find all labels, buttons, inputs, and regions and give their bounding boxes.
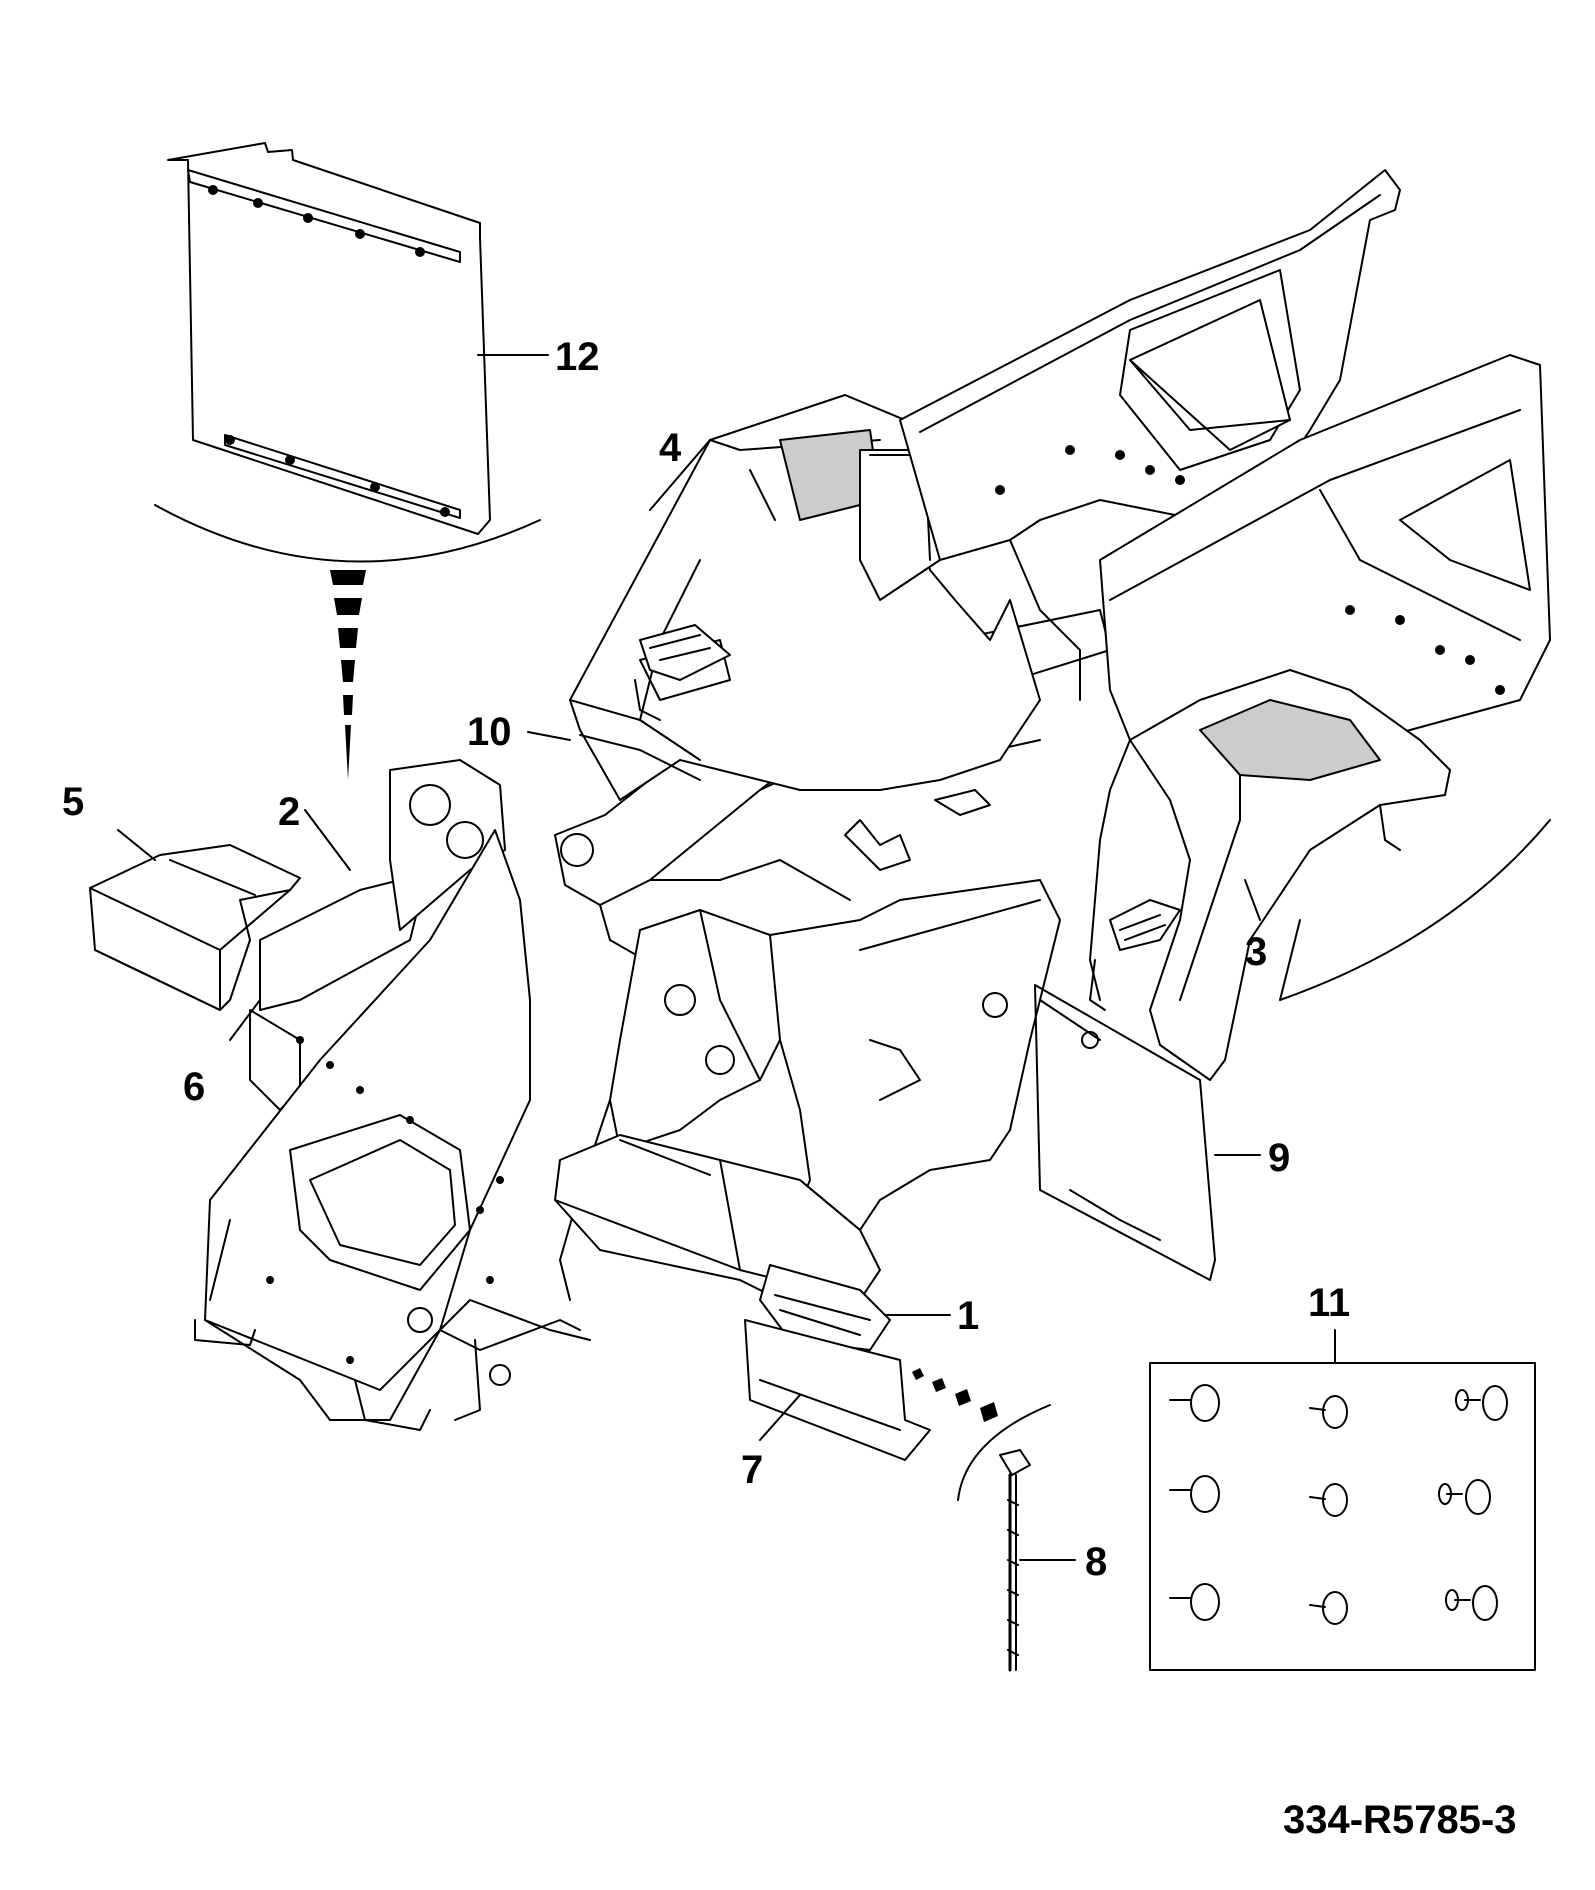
panel-bolts: [209, 186, 449, 516]
left-step: [635, 625, 730, 720]
callout-5: 5: [62, 780, 85, 824]
dashed-lead-8: [912, 1368, 998, 1422]
plug-row-1: [1170, 1385, 1507, 1428]
callout-7: 7: [741, 1448, 764, 1492]
panel-part-12: [168, 143, 490, 534]
callout-11: 11: [1308, 1281, 1351, 1325]
callout-8: 8: [1085, 1540, 1108, 1584]
right-step: [1090, 900, 1180, 1010]
callout-6: 6: [183, 1065, 206, 1109]
fender-plate-part-9: [1035, 985, 1215, 1280]
callout-2: 2: [278, 790, 301, 834]
callout-4: 4: [659, 426, 682, 470]
plug-row-3: [1170, 1584, 1497, 1624]
callout-9: 9: [1268, 1136, 1291, 1180]
detail-arc-12: [155, 505, 540, 562]
callout-3: 3: [1245, 930, 1268, 974]
callout-10: 10: [467, 710, 512, 754]
left-frame: [195, 760, 590, 1430]
callout-1: 1: [957, 1294, 980, 1338]
right-arm-arc: [1280, 820, 1550, 1000]
drawing-number: 334-R5785-3: [1283, 1798, 1517, 1842]
dashed-arrow-12: [330, 570, 366, 780]
right-pad-part-3: [1090, 670, 1450, 1080]
plug-row-2: [1170, 1476, 1490, 1516]
front-bumper: [555, 1135, 880, 1300]
detail-arc-8: [958, 1405, 1050, 1500]
left-pad-part-5: [90, 845, 300, 1010]
strap-part-8: [1000, 1450, 1030, 1670]
callout-12: 12: [555, 335, 600, 379]
right-arm: [1100, 355, 1550, 770]
leader-lines: [118, 355, 1335, 1560]
right-tank-body: [570, 395, 1040, 800]
flap-part-7: [745, 1320, 930, 1460]
bracket-part-1: [760, 1265, 890, 1350]
plug-kit-box-part-11: [1150, 1363, 1535, 1670]
